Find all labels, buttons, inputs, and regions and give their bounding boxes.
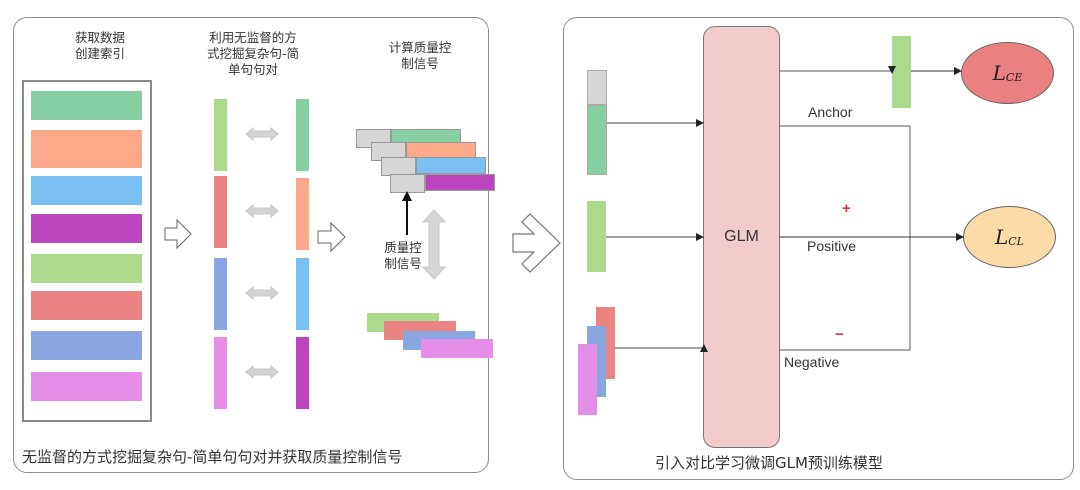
negative-label: Negative bbox=[784, 354, 840, 370]
index-bar bbox=[31, 130, 142, 168]
step1-title: 获取数据 创建索引 bbox=[40, 30, 160, 62]
positive-label: Positive bbox=[807, 238, 857, 254]
index-bar bbox=[31, 91, 142, 120]
data-index-box bbox=[22, 80, 152, 422]
minus-sign: − bbox=[835, 326, 844, 343]
step2-title: 利用无监督的方 式挖掘复杂句-简 单句句对 bbox=[188, 30, 318, 78]
plus-sign: + bbox=[842, 200, 851, 217]
panel-transition-arrow bbox=[512, 213, 561, 273]
loss-cl-subscript: CL bbox=[1008, 234, 1024, 248]
complex-sentence-bar bbox=[214, 337, 227, 409]
stage-arrow-2 bbox=[317, 221, 346, 253]
glm-model-label: GLM bbox=[724, 228, 759, 245]
complex-sentence-bar bbox=[214, 258, 227, 330]
index-bar bbox=[31, 214, 142, 243]
pair-double-arrow bbox=[245, 364, 279, 380]
step2-title-line3: 单句句对 bbox=[227, 62, 278, 77]
stage-arrow-1 bbox=[164, 218, 192, 250]
loss-ce-subscript: CE bbox=[1005, 70, 1023, 84]
index-bar bbox=[31, 176, 142, 205]
anchor-input-mask bbox=[587, 70, 607, 105]
quality-signal-label: 质量控 制信号 bbox=[375, 240, 431, 272]
output-arrowhead bbox=[888, 66, 896, 74]
anchor-path bbox=[780, 125, 911, 351]
left-panel-caption: 无监督的方式挖掘复杂句-简单句句对并获取质量控制信号 bbox=[22, 448, 403, 466]
quality-signal-bar bbox=[425, 174, 495, 191]
index-bar bbox=[31, 331, 142, 360]
anchor-input-bar bbox=[587, 105, 607, 175]
quality-signal-bar bbox=[416, 157, 486, 174]
quality-signal-label-line2: 制信号 bbox=[384, 256, 422, 271]
correspondence-arrow bbox=[421, 209, 447, 280]
step1-title-line1: 获取数据 bbox=[74, 30, 125, 45]
negative-input-bar-3 bbox=[578, 344, 597, 415]
loss-ce-symbol: L bbox=[992, 61, 1006, 85]
simple-sentence-bar bbox=[296, 178, 309, 250]
simple-sentence-bar bbox=[296, 99, 309, 171]
anchor-label: Anchor bbox=[808, 104, 853, 120]
step2-title-line2: 式挖掘复杂句-简 bbox=[206, 46, 299, 61]
negative-arrowhead bbox=[700, 344, 708, 352]
step3-title-line1: 计算质量控 bbox=[388, 40, 452, 55]
pair-arrows bbox=[245, 126, 279, 380]
complex-sentence-bar bbox=[214, 99, 227, 171]
positive-input-bar bbox=[587, 201, 606, 272]
pair-double-arrow bbox=[245, 285, 279, 301]
step3-title: 计算质量控 制信号 bbox=[365, 40, 475, 72]
index-bar bbox=[31, 254, 142, 283]
step1-title-line2: 创建索引 bbox=[74, 46, 125, 61]
simple-sentence-bar bbox=[421, 339, 493, 358]
quality-signal-label-line1: 质量控 bbox=[384, 240, 422, 255]
index-bar bbox=[31, 372, 142, 401]
index-bar bbox=[31, 291, 142, 320]
complex-sentence-bar bbox=[214, 176, 227, 248]
pair-double-arrow bbox=[245, 126, 279, 142]
pair-double-arrow bbox=[245, 203, 279, 219]
lm-output-bar bbox=[892, 36, 911, 108]
loss-cl-symbol: L bbox=[994, 225, 1009, 249]
simple-sentence-bar bbox=[296, 337, 309, 409]
right-panel-caption: 引入对比学习微调GLM预训练模型 bbox=[655, 454, 883, 472]
simple-sentence-bar bbox=[296, 258, 309, 330]
glm-model-block bbox=[703, 26, 780, 448]
step2-title-line1: 利用无监督的方 bbox=[209, 30, 297, 45]
step3-title-line2: 制信号 bbox=[401, 56, 439, 71]
